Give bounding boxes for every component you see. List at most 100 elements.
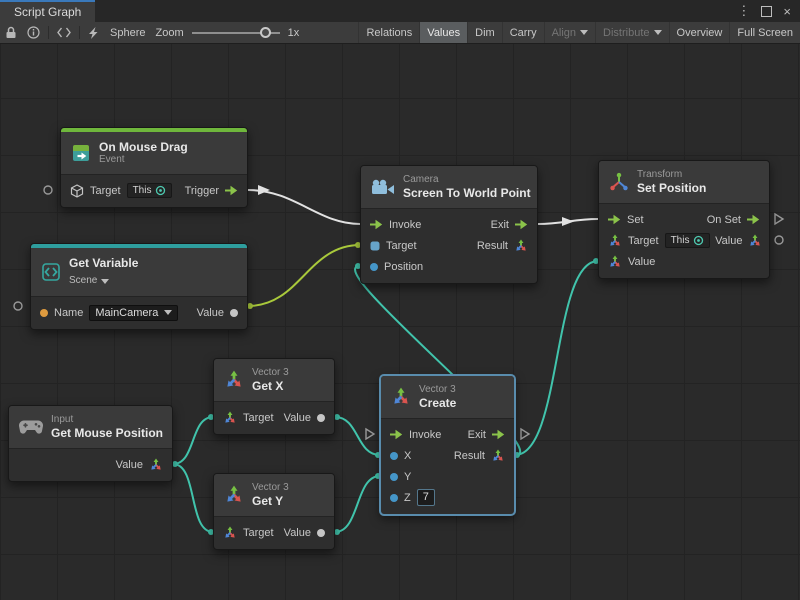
vector3-port-icon[interactable] (149, 458, 163, 472)
node-get-x[interactable]: Vector 3 Get X Target Value (213, 358, 335, 435)
toolbar-button-dim[interactable]: Dim (467, 22, 502, 43)
tab-strip-empty (95, 0, 737, 22)
flow-port-icon[interactable] (225, 185, 238, 196)
node-on-mouse-drag[interactable]: On Mouse Drag Event Target This Trigger (60, 127, 248, 208)
title-bar: Script Graph ⋮ × (0, 0, 800, 22)
zoom-value: 1x (283, 27, 305, 39)
node-set-position[interactable]: Transform Set Position Set On Set Target… (598, 160, 770, 279)
kebab-menu-icon[interactable]: ⋮ (737, 3, 750, 19)
camera-icon (371, 179, 395, 196)
variable-name-dropdown[interactable]: MainCamera (89, 305, 178, 321)
float-port-dot[interactable] (317, 414, 325, 422)
flow-port-icon[interactable] (390, 429, 403, 440)
close-icon[interactable]: × (783, 4, 791, 19)
vector3-port-icon[interactable] (491, 449, 505, 463)
flow-port-icon[interactable] (608, 214, 621, 225)
vector3-port-icon[interactable] (223, 411, 237, 425)
port-label-value: Value (284, 527, 311, 539)
chevron-down-icon (654, 30, 662, 35)
zoom-slider-knob[interactable] (260, 27, 271, 38)
port-label-result: Result (477, 240, 508, 252)
transform-icon (609, 172, 629, 192)
node-get-mouse-position[interactable]: Input Get Mouse Position Value (8, 405, 173, 482)
gameobject-port-icon[interactable] (70, 184, 84, 198)
port-label-trigger: Trigger (185, 185, 219, 197)
vector3-port-icon[interactable] (514, 239, 528, 253)
node-title: Screen To World Point (403, 186, 531, 200)
variable-name-value: MainCamera (95, 307, 158, 319)
port-label-exit: Exit (468, 429, 486, 441)
port-label-value-out: Value (715, 235, 742, 247)
tab-script-graph[interactable]: Script Graph (0, 0, 95, 22)
port-label-on-set: On Set (707, 214, 741, 226)
node-title: Set Position (637, 181, 706, 195)
node-title: Create (419, 396, 456, 410)
node-vector3-create[interactable]: Vector 3 Create Invoke Exit X Result (380, 375, 515, 515)
vector3-icon (391, 387, 411, 407)
port-label-set: Set (627, 214, 644, 226)
port-label-target: Target (628, 235, 659, 247)
toolbar-button-fullscreen[interactable]: Full Screen (729, 22, 800, 43)
code-icon[interactable] (52, 27, 76, 38)
z-value-field[interactable]: 7 (417, 489, 435, 506)
align-label: Align (552, 27, 576, 39)
toolbar-separator (48, 26, 49, 39)
chevron-down-icon (164, 310, 172, 315)
node-category: Vector 3 (252, 367, 289, 379)
graph-owner-label: Sphere (105, 27, 150, 39)
maximize-icon[interactable] (761, 6, 772, 17)
node-get-y[interactable]: Vector 3 Get Y Target Value (213, 473, 335, 550)
node-category: Transform (637, 169, 706, 181)
node-title: Get Mouse Position (51, 426, 163, 440)
vector-port-dot[interactable] (370, 263, 378, 271)
node-title: Get X (252, 379, 289, 393)
port-label-position: Position (384, 261, 423, 273)
flow-port-icon[interactable] (370, 219, 383, 230)
toolbar-button-distribute[interactable]: Distribute (595, 22, 668, 43)
transform-port-icon[interactable] (608, 234, 622, 248)
node-get-variable[interactable]: Get Variable Scene Name MainCamera Value (30, 243, 248, 330)
tab-label: Script Graph (14, 5, 81, 19)
zoom-slider[interactable] (192, 22, 280, 43)
port-label-target: Target (90, 185, 121, 197)
graph-owner-icon (83, 27, 105, 39)
variable-scope-dropdown[interactable]: Scene (69, 275, 109, 287)
vector3-port-icon[interactable] (223, 526, 237, 540)
float-port-dot[interactable] (390, 494, 398, 502)
toolbar-button-overview[interactable]: Overview (669, 22, 730, 43)
port-label-result: Result (454, 450, 485, 462)
string-port-dot[interactable] (40, 309, 48, 317)
flow-port-icon[interactable] (747, 214, 760, 225)
lock-icon[interactable] (0, 26, 22, 39)
vector3-icon (224, 485, 244, 505)
chevron-down-icon (580, 30, 588, 35)
node-screen-to-world-point[interactable]: Camera Screen To World Point Invoke Exit… (360, 165, 538, 284)
vector3-port-icon[interactable] (748, 234, 762, 248)
distribute-label: Distribute (603, 27, 649, 39)
toolbar-button-values[interactable]: Values (419, 22, 467, 43)
flow-port-icon[interactable] (515, 219, 528, 230)
mouse-event-icon (71, 143, 91, 163)
port-label-target: Target (386, 240, 417, 252)
vector3-port-icon[interactable] (608, 255, 622, 269)
port-label-z: Z (404, 492, 411, 504)
toolbar-button-align[interactable]: Align (544, 22, 595, 43)
float-port-dot[interactable] (390, 473, 398, 481)
port-label-value: Value (116, 459, 143, 471)
info-icon[interactable] (22, 26, 45, 39)
toolbar-button-relations[interactable]: Relations (358, 22, 419, 43)
self-target-icon (155, 185, 166, 196)
zoom-label: Zoom (150, 27, 188, 39)
this-chip[interactable]: This (665, 233, 711, 248)
flow-port-icon[interactable] (492, 429, 505, 440)
this-chip-label: This (671, 235, 690, 246)
this-chip[interactable]: This (127, 183, 173, 198)
float-port-dot[interactable] (317, 529, 325, 537)
toolbar-button-carry[interactable]: Carry (502, 22, 544, 43)
object-port-dot[interactable] (230, 309, 238, 317)
graph-toolbar: Sphere Zoom 1x Relations Values Dim Carr… (0, 22, 800, 44)
float-port-dot[interactable] (390, 452, 398, 460)
camera-type-port-icon[interactable] (370, 241, 380, 251)
port-label-x: X (404, 450, 411, 462)
chevron-down-icon (101, 279, 109, 284)
